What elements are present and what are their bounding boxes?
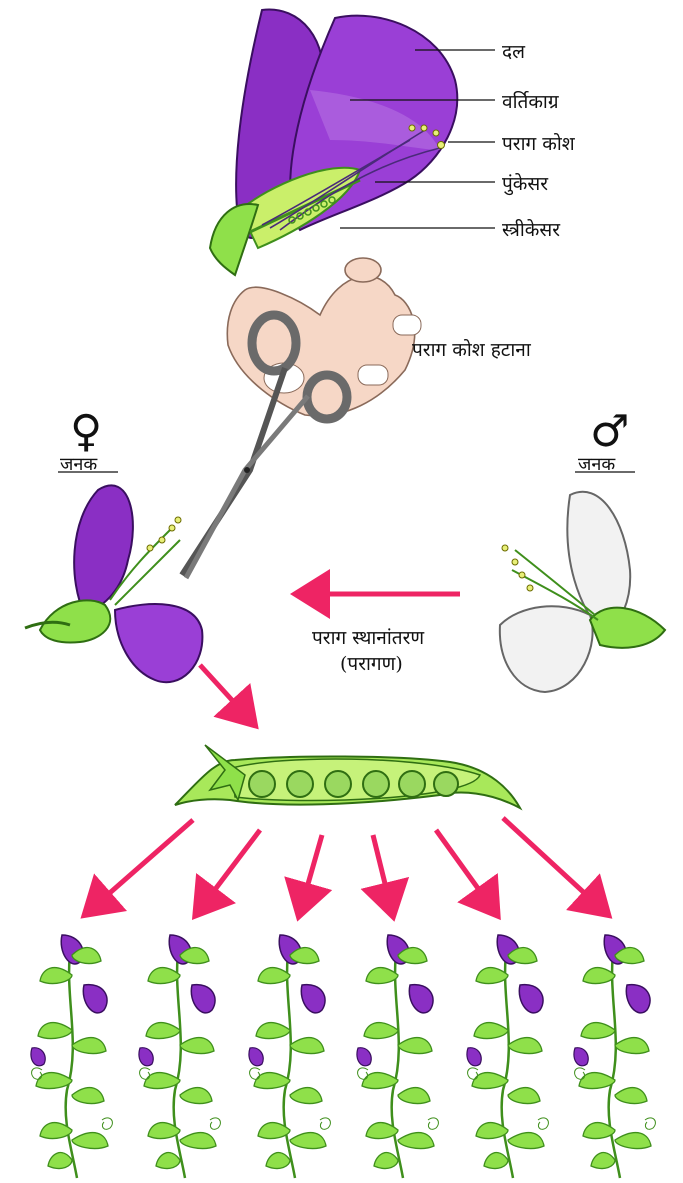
offspring-arrows: [88, 818, 605, 912]
label-pollen-transfer: पराग स्थानांतरण: [312, 624, 424, 650]
offspring-arrow: [198, 830, 260, 912]
offspring-plant: [357, 935, 439, 1178]
male-symbol: ♂: [590, 406, 629, 457]
offspring-arrow: [88, 820, 193, 912]
label-anther: पराग कोश: [502, 130, 575, 156]
offspring-plant: [31, 935, 113, 1178]
female-parent-flower: [25, 485, 202, 682]
label-emasculation: पराग कोश हटाना: [412, 336, 531, 362]
label-stigma: वर्तिकाग्र: [502, 88, 559, 114]
offspring-arrow: [503, 818, 605, 912]
label-pollination: (परागण): [340, 650, 403, 676]
offspring-arrow: [436, 830, 495, 912]
offspring-plant: [467, 935, 549, 1178]
male-parent-flower: [500, 492, 665, 692]
flower-cross-section: [210, 10, 495, 275]
arrow-to-pod: [200, 665, 252, 722]
offspring-arrow: [300, 835, 322, 912]
offspring-plant: [574, 935, 656, 1178]
offspring-plant: [249, 935, 331, 1178]
offspring-plants: [31, 935, 656, 1178]
hand-with-scissors: [182, 258, 421, 578]
pea-pod: [175, 745, 520, 808]
label-female-parent: जनक: [60, 452, 97, 476]
offspring-plant: [139, 935, 221, 1178]
label-male-parent: जनक: [578, 452, 615, 476]
offspring-arrow: [373, 835, 392, 912]
female-symbol: ♀: [70, 406, 102, 457]
label-pistil: स्त्रीकेसर: [502, 216, 560, 242]
label-stamen: पुंकेसर: [502, 170, 548, 196]
label-petal: दल: [502, 38, 525, 64]
